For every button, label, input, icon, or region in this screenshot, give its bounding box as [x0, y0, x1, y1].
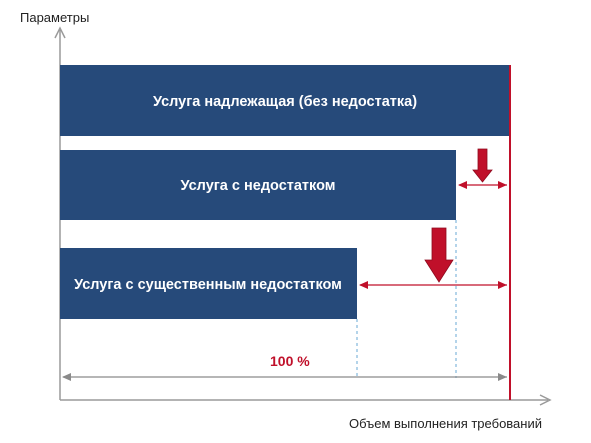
- full-scale-label: 100 %: [270, 353, 310, 369]
- y-axis-arrow-icon: [54, 26, 66, 39]
- bar-proper-service-label: Услуга надлежащая (без недостатка): [153, 94, 417, 110]
- bar-defect-service-label: Услуга с недостатком: [181, 178, 336, 194]
- bar-defect-service: [60, 150, 456, 220]
- bar-substantial-defect-service-label: Услуга с существенным недостатком: [74, 277, 342, 293]
- down-arrow-small-icon: [472, 148, 493, 183]
- x-axis-arrow-icon: [539, 394, 552, 406]
- y-axis-label: Параметры: [20, 10, 89, 25]
- down-arrow-large-icon: [424, 227, 454, 283]
- bar-proper-service: [60, 65, 510, 136]
- bar-substantial-defect-service: [60, 248, 357, 319]
- x-axis-label: Объем выполнения требований: [349, 416, 542, 431]
